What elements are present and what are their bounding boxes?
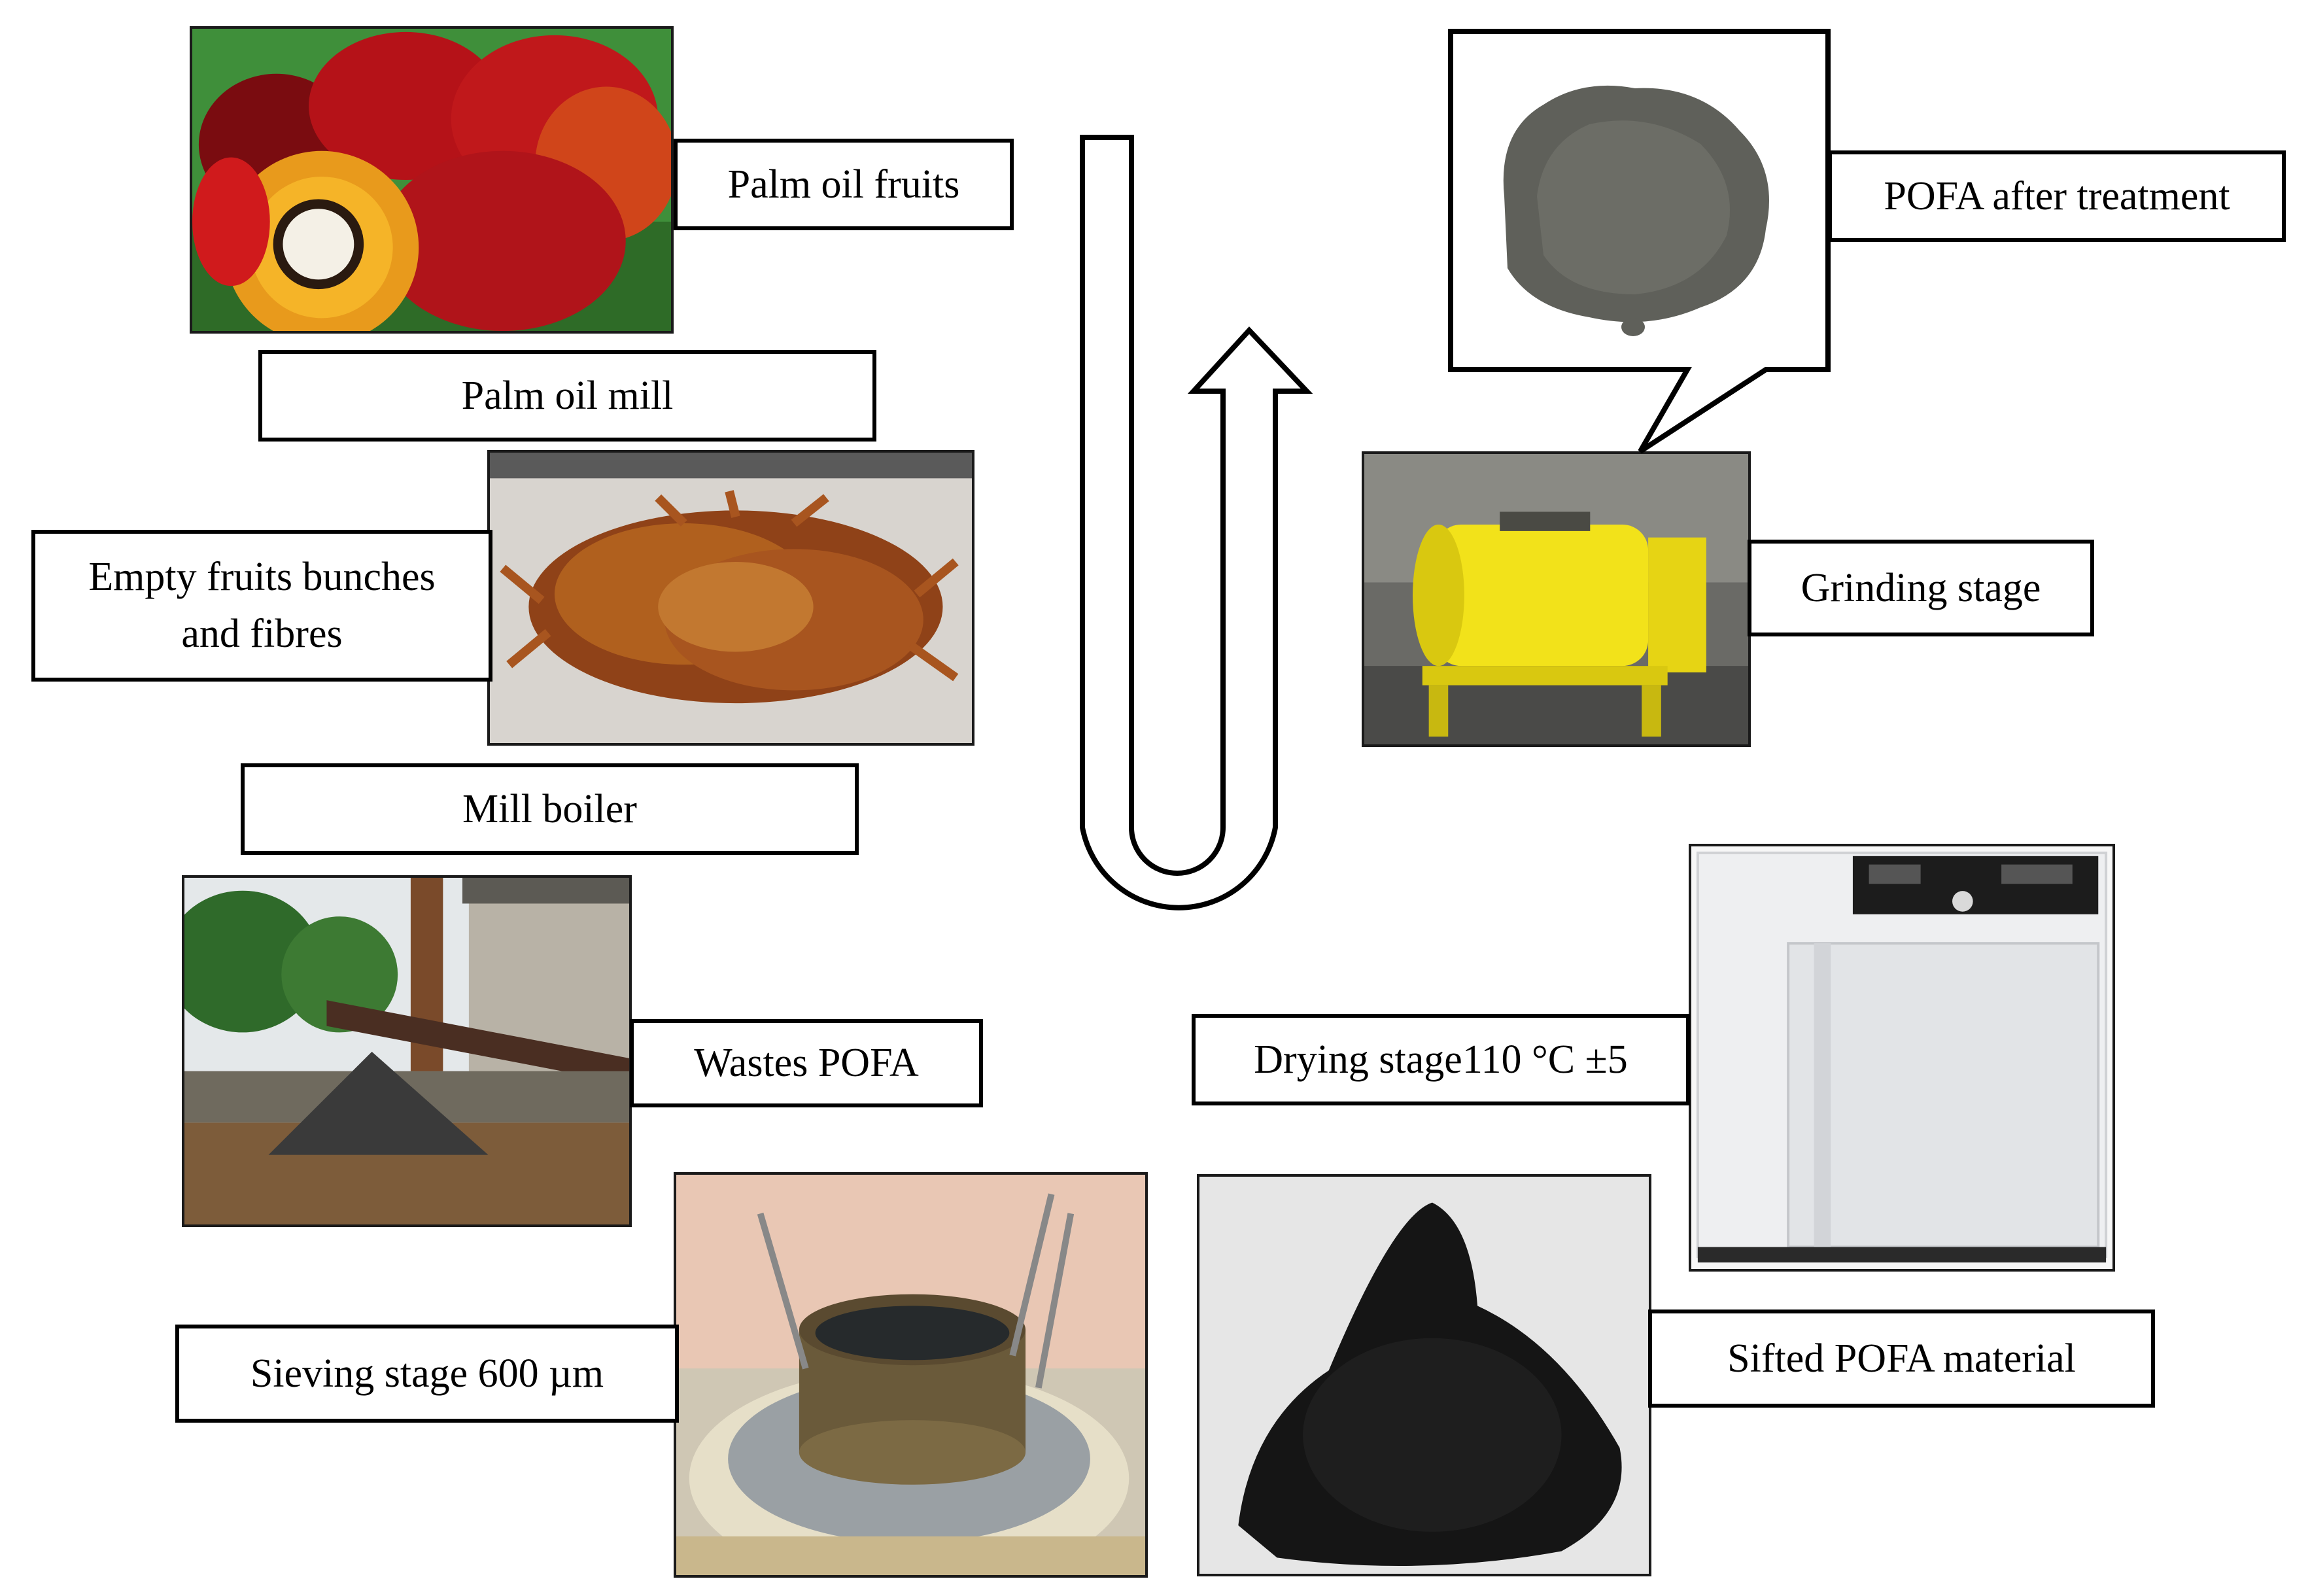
palm-oil-fruits-photo xyxy=(190,26,674,334)
pofa-after-treatment-label: POFA after treatment xyxy=(1828,150,2286,242)
grinding-stage-photo xyxy=(1362,451,1751,747)
drying-stage-label: Drying stage110 °C ±5 xyxy=(1192,1014,1690,1105)
u-turn-arrow-icon xyxy=(1080,135,1313,911)
palm-oil-fruits-label: Palm oil fruits xyxy=(674,139,1014,230)
sieving-stage-photo xyxy=(674,1172,1148,1578)
wastes-pofa-photo xyxy=(182,875,632,1227)
wastes-pofa-label: Wastes POFA xyxy=(630,1019,983,1107)
empty-fruit-bunches-photo xyxy=(487,450,974,746)
pofa-after-treatment-photo xyxy=(1503,85,1769,336)
sieving-stage-label: Sieving stage 600 µm xyxy=(175,1325,679,1423)
mill-boiler-label: Mill boiler xyxy=(241,763,859,855)
palm-oil-mill-label: Palm oil mill xyxy=(258,350,876,442)
drying-oven-photo xyxy=(1689,844,2115,1272)
sifted-pofa-photo xyxy=(1197,1174,1651,1576)
sifted-pofa-label: Sifted POFA material xyxy=(1648,1310,2155,1408)
grinding-stage-label: Grinding stage xyxy=(1748,540,2094,636)
empty-fruit-bunches-label: Empty fruits bunches and fibres xyxy=(31,530,492,682)
